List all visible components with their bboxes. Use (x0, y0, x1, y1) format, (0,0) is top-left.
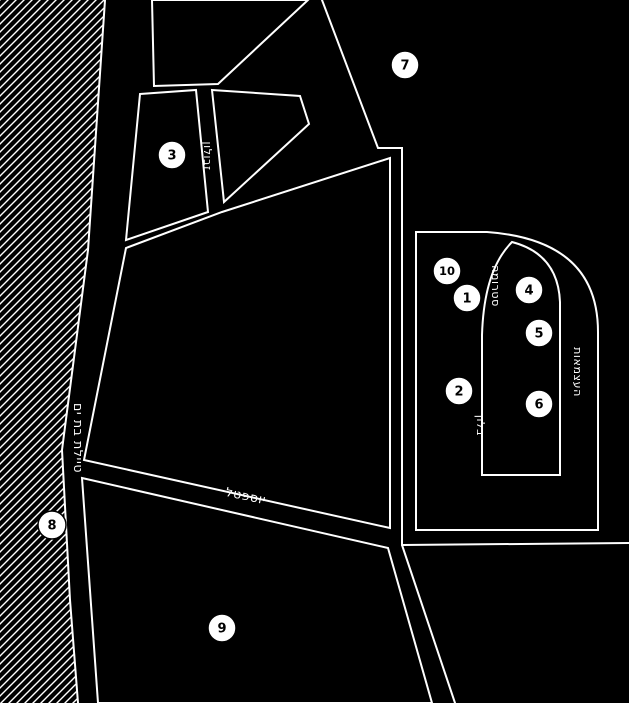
marker-circle (524, 389, 554, 419)
marker-number: 10 (439, 264, 455, 278)
map-marker-2[interactable]: 2 (444, 376, 474, 406)
city-block-northeast (210, 88, 311, 205)
map-marker-4[interactable]: 4 (514, 275, 544, 305)
map-marker-6[interactable]: 6 (524, 389, 554, 419)
marker-number: 9 (217, 622, 226, 637)
marker-number: 5 (534, 327, 543, 342)
map-marker-5[interactable]: 5 (524, 318, 554, 348)
marker-number: 8 (47, 519, 56, 534)
marker-circle (514, 275, 544, 305)
marker-number: 6 (534, 398, 543, 413)
map-marker-9[interactable]: 9 (207, 613, 237, 643)
street-label-bloch: בלוך (474, 412, 487, 436)
map-marker-3[interactable]: 3 (157, 140, 187, 170)
marker-circle (207, 613, 237, 643)
marker-number: 3 (167, 149, 176, 164)
marker-circle (452, 283, 482, 313)
road-bottom-horizontal (401, 542, 629, 546)
marker-number: 2 (454, 385, 463, 400)
street-label-promenade: טיילת בת ים (71, 403, 86, 473)
beach-hatch-area (0, 0, 105, 703)
marker-circle (444, 376, 474, 406)
map-marker-8[interactable]: 8 (37, 510, 67, 540)
map-marker-1[interactable]: 1 (452, 283, 482, 313)
road-main-vertical (321, 0, 403, 546)
marker-circle (157, 140, 187, 170)
street-label-zvulun: זבולון (201, 141, 214, 170)
city-block-top-wedge (150, 0, 310, 88)
marker-number: 4 (524, 284, 533, 299)
marker-number: 1 (462, 292, 471, 307)
marker-circle (37, 510, 67, 540)
marker-number: 7 (400, 59, 409, 74)
street-label-haatzmaut: העצמאות (571, 347, 584, 397)
map-marker-10[interactable]: 10 (432, 256, 462, 286)
marker-circle (524, 318, 554, 348)
city-block-marker9 (80, 476, 434, 703)
road-bottom-diagonal (401, 544, 456, 703)
city-block-central (82, 156, 391, 530)
marker-circle (390, 50, 420, 80)
map-marker-7[interactable]: 7 (390, 50, 420, 80)
street-label-struma: סטרומה (489, 265, 502, 307)
shore-boundary-line (60, 0, 106, 703)
marker-circle (432, 256, 462, 286)
